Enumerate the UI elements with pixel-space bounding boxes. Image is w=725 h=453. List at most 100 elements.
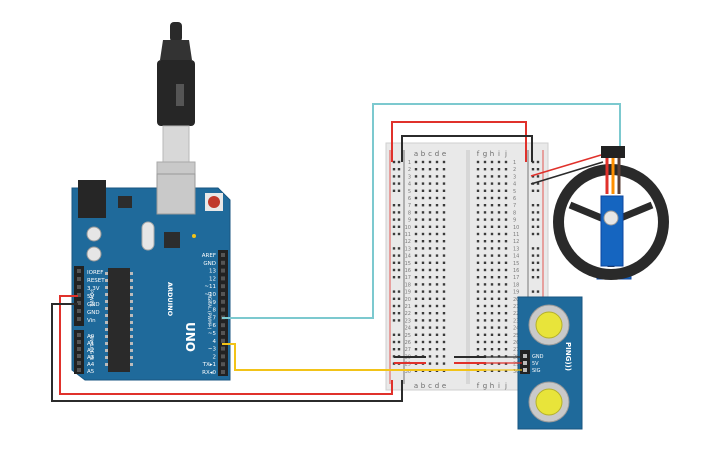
rail-hole[interactable] — [397, 261, 401, 264]
rail-hole[interactable] — [392, 218, 396, 221]
rail-hole[interactable] — [536, 247, 540, 250]
breadboard-hole[interactable] — [483, 276, 487, 279]
breadboard-hole[interactable] — [442, 326, 446, 329]
breadboard-hole[interactable] — [414, 276, 418, 279]
breadboard-hole[interactable] — [490, 247, 494, 250]
breadboard-hole[interactable] — [435, 254, 439, 257]
header-hole[interactable] — [77, 269, 81, 273]
breadboard-hole[interactable] — [490, 290, 494, 293]
header-hole[interactable] — [221, 307, 225, 312]
breadboard-hole[interactable] — [428, 254, 432, 257]
wire-gnd[interactable] — [51, 303, 403, 402]
breadboard-hole[interactable] — [497, 369, 501, 372]
breadboard-hole[interactable] — [435, 283, 439, 286]
rail-hole[interactable] — [397, 333, 401, 336]
breadboard-hole[interactable] — [490, 232, 494, 236]
breadboard-hole[interactable] — [435, 348, 439, 351]
breadboard-hole[interactable] — [483, 326, 487, 329]
breadboard-hole[interactable] — [428, 232, 432, 236]
header-hole[interactable] — [221, 370, 225, 374]
breadboard-hole[interactable] — [414, 340, 418, 344]
rail-hole[interactable] — [531, 232, 535, 236]
breadboard-hole[interactable] — [490, 369, 494, 372]
breadboard-hole[interactable] — [428, 312, 432, 315]
sensor-pin[interactable] — [523, 361, 527, 365]
breadboard-hole[interactable] — [476, 254, 480, 257]
breadboard-hole[interactable] — [497, 240, 501, 243]
breadboard-hole[interactable] — [421, 247, 425, 250]
breadboard-hole[interactable] — [483, 189, 487, 192]
breadboard-hole[interactable] — [435, 182, 439, 185]
header-hole[interactable] — [77, 301, 81, 305]
breadboard-hole[interactable] — [504, 254, 508, 257]
breadboard-hole[interactable] — [414, 333, 418, 336]
breadboard-hole[interactable] — [428, 326, 432, 329]
breadboard-hole[interactable] — [497, 211, 501, 214]
breadboard-hole[interactable] — [442, 333, 446, 336]
breadboard-hole[interactable] — [421, 297, 425, 300]
rail-hole[interactable] — [397, 168, 401, 171]
breadboard-hole[interactable] — [421, 290, 425, 293]
breadboard-hole[interactable] — [476, 290, 480, 293]
breadboard-hole[interactable] — [435, 340, 439, 344]
rail-hole[interactable] — [392, 189, 396, 192]
header-hole[interactable] — [77, 293, 81, 297]
breadboard-hole[interactable] — [435, 189, 439, 192]
breadboard-hole[interactable] — [504, 182, 508, 185]
breadboard-hole[interactable] — [442, 160, 446, 164]
breadboard-hole[interactable] — [504, 290, 508, 293]
breadboard-hole[interactable] — [414, 304, 418, 308]
header-hole[interactable] — [77, 340, 81, 344]
breadboard-hole[interactable] — [476, 312, 480, 315]
rail-hole[interactable] — [531, 290, 535, 293]
breadboard-hole[interactable] — [497, 196, 501, 200]
breadboard-hole[interactable] — [476, 304, 480, 308]
breadboard-hole[interactable] — [504, 196, 508, 200]
breadboard-hole[interactable] — [490, 240, 494, 243]
breadboard-hole[interactable] — [442, 168, 446, 171]
breadboard-hole[interactable] — [414, 240, 418, 243]
breadboard-hole[interactable] — [414, 168, 418, 171]
breadboard-hole[interactable] — [490, 196, 494, 200]
breadboard-hole[interactable] — [421, 333, 425, 336]
breadboard-hole[interactable] — [428, 268, 432, 272]
wire-5v[interactable] — [59, 295, 393, 395]
breadboard-hole[interactable] — [428, 211, 432, 214]
breadboard-hole[interactable] — [414, 247, 418, 250]
rail-hole[interactable] — [536, 211, 540, 214]
breadboard-hole[interactable] — [421, 160, 425, 164]
breadboard-hole[interactable] — [504, 168, 508, 171]
breadboard-hole[interactable] — [442, 355, 446, 358]
breadboard-hole[interactable] — [476, 283, 480, 286]
breadboard-hole[interactable] — [435, 204, 439, 207]
breadboard-hole[interactable] — [414, 312, 418, 315]
breadboard-hole[interactable] — [442, 204, 446, 207]
breadboard-hole[interactable] — [421, 261, 425, 264]
breadboard-hole[interactable] — [483, 290, 487, 293]
breadboard-hole[interactable] — [476, 261, 480, 264]
breadboard-hole[interactable] — [435, 333, 439, 336]
breadboard-hole[interactable] — [497, 189, 501, 192]
breadboard-hole[interactable] — [414, 160, 418, 164]
rail-hole[interactable] — [536, 160, 540, 164]
rail-hole[interactable] — [536, 218, 540, 221]
breadboard-hole[interactable] — [490, 182, 494, 185]
rail-hole[interactable] — [392, 225, 396, 228]
breadboard-hole[interactable] — [421, 340, 425, 344]
breadboard-hole[interactable] — [504, 304, 508, 308]
breadboard-hole[interactable] — [497, 247, 501, 250]
rail-hole[interactable] — [536, 276, 540, 279]
breadboard-hole[interactable] — [483, 283, 487, 286]
breadboard-hole[interactable] — [476, 247, 480, 250]
breadboard-hole[interactable] — [442, 340, 446, 344]
rail-hole[interactable] — [536, 254, 540, 257]
breadboard-hole[interactable] — [504, 232, 508, 236]
breadboard-hole[interactable] — [428, 333, 432, 336]
breadboard-hole[interactable] — [442, 182, 446, 185]
rail-hole[interactable] — [531, 247, 535, 250]
breadboard-hole[interactable] — [421, 182, 425, 185]
breadboard-hole[interactable] — [435, 196, 439, 200]
breadboard-hole[interactable] — [497, 326, 501, 329]
rail-hole[interactable] — [397, 312, 401, 315]
breadboard-hole[interactable] — [490, 348, 494, 351]
